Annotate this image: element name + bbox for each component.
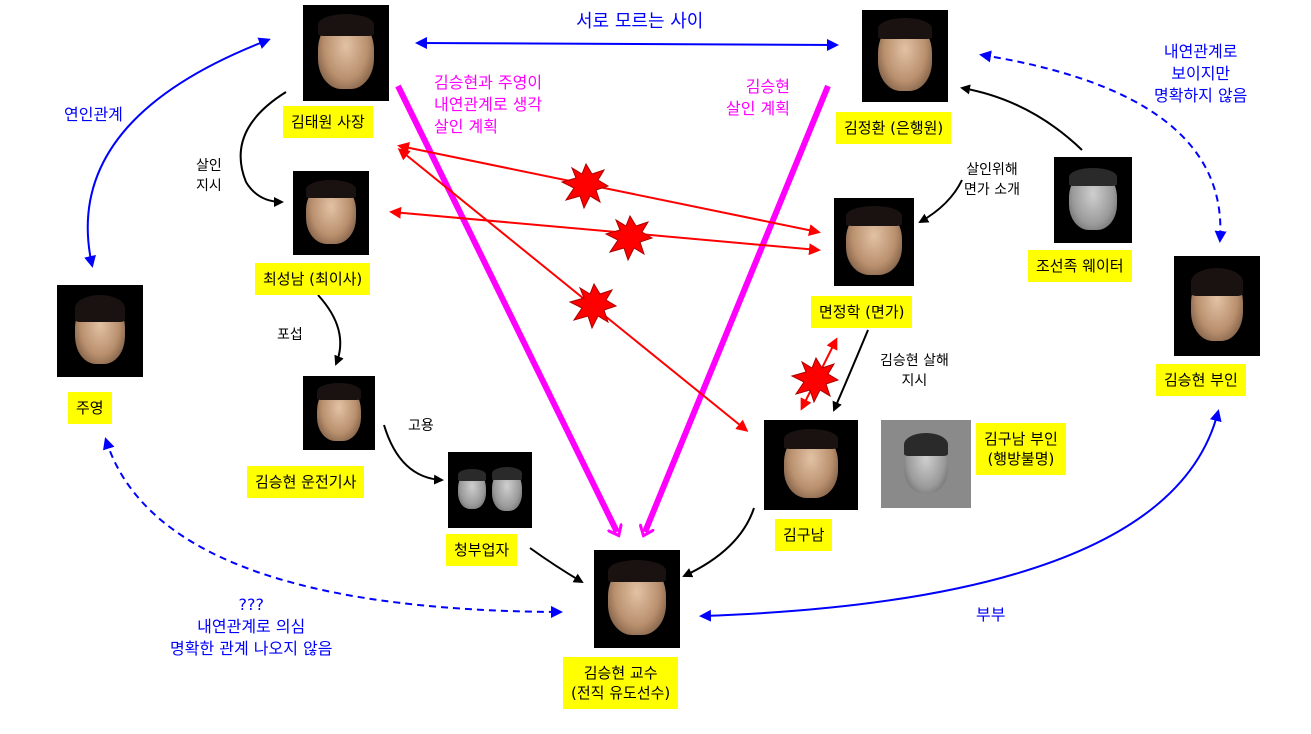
waiter-arrow (960, 84, 1083, 151)
myeon-jeonghak-photo (834, 198, 914, 286)
portrait-icon (318, 14, 374, 89)
kim-guman-wife-photo (881, 420, 971, 508)
choi-seongnam-photo (293, 171, 369, 255)
kim-seunghyeon-driver-photo (303, 376, 375, 450)
kim-seunghyeon-wife-label: 김승현 부인 (1156, 364, 1246, 396)
portrait-icon (608, 560, 666, 635)
capture-note: 포섭 (277, 327, 303, 343)
joseonjok-waiter-photo (1054, 157, 1132, 243)
kim-taewon-photo (303, 5, 389, 101)
portrait-icon (458, 469, 486, 509)
lovers-arrow (84, 37, 271, 268)
portrait-icon (904, 432, 948, 493)
strangers-arrow (415, 37, 839, 51)
portrait-icon (1191, 268, 1243, 341)
clash-burst-2 (604, 214, 654, 262)
affair-unclear-note: 내연관계로 보이지만 명확하지 않음 (1154, 42, 1248, 105)
juyeong-photo (57, 285, 143, 377)
clash-burst-3 (568, 282, 618, 330)
conflict-choi-myeonga (389, 206, 821, 256)
kim-seunghyeon-wife-photo (1174, 256, 1260, 356)
order-kill-note: 살인 지시 (196, 158, 222, 194)
kim-seunghyeon-prof-photo (594, 550, 680, 648)
kill-plan-suspect-note: 김승현과 주영이 내연관계로 생각 살인 계획 (434, 73, 543, 136)
couple-note: 부부 (976, 605, 1006, 624)
portrait-icon (878, 18, 932, 91)
portrait-icon (492, 467, 522, 511)
order-kill-kim-note: 김승현 살해 지시 (880, 353, 949, 389)
myeon-jeonghak-label: 면정학 (면가) (811, 296, 913, 328)
affair-suspect-note: ??? 내연관계로 의심 명확한 관계 나오지 않음 (170, 595, 333, 658)
guman-to-prof-arrow (682, 507, 755, 578)
portrait-icon (784, 429, 838, 498)
kim-jeonghwan-photo (862, 10, 948, 102)
kim-guman-photo (764, 420, 858, 510)
strangers-note: 서로 모르는 사이 (576, 11, 704, 32)
joseonjok-waiter-label: 조선족 웨이터 (1028, 250, 1132, 282)
capture-arrow (317, 294, 344, 366)
order-kill-arrow (239, 91, 287, 207)
kim-guman-wife-label: 김구남 부인 (행방불명) (976, 423, 1066, 475)
couple-arrow (699, 409, 1222, 622)
conflict-taewon-guman (397, 148, 749, 432)
portrait-icon (1069, 167, 1117, 230)
portrait-icon (846, 206, 902, 275)
clash-burst-4 (790, 356, 840, 404)
clash-burst-1 (560, 162, 610, 210)
kim-taewon-label: 김태원 사장 (283, 106, 373, 138)
kill-plan-note: 김승현 살인 계획 (726, 77, 790, 118)
affair-suspect-arrow (103, 437, 563, 618)
intro-myeonga-note: 살인위해 면가 소개 (964, 162, 1020, 198)
kim-seunghyeon-driver-label: 김승현 운전기사 (247, 466, 365, 498)
juyeong-label: 주영 (68, 392, 112, 424)
affair-unclear-arrow (979, 50, 1227, 243)
cheongbu-contractor-photo (448, 452, 532, 528)
portrait-icon (317, 382, 361, 441)
portrait-icon (306, 179, 356, 244)
intro-myeonga-arrow (918, 179, 963, 223)
kim-guman-label: 김구남 (775, 519, 833, 551)
portrait-icon (75, 295, 125, 364)
kim-jeonghwan-label: 김정환 (은행원) (836, 112, 952, 144)
contractor-to-prof-arrow (529, 547, 584, 584)
hire-arrow (383, 424, 444, 485)
lovers-note: 연인관계 (64, 105, 123, 124)
choi-seongnam-label: 최성남 (최이사) (255, 263, 371, 295)
order-kill-kim-arrow (832, 329, 869, 412)
hire-note: 고용 (408, 418, 434, 434)
kim-seunghyeon-prof-label: 김승현 교수 (전직 유도선수) (563, 657, 679, 709)
cheongbu-contractor-label: 청부업자 (446, 534, 518, 566)
